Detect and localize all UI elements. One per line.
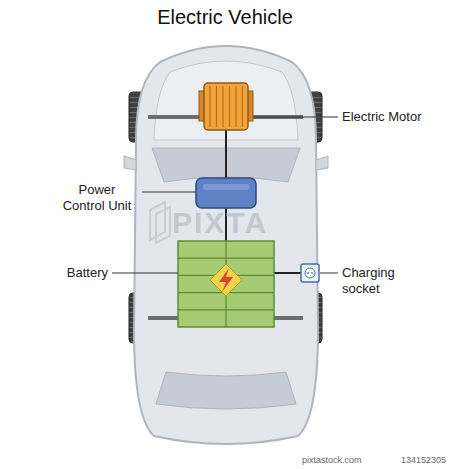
part-label: Power Control Unit: [56, 182, 138, 214]
cell-divider: [178, 258, 274, 259]
battery-pack: [178, 241, 274, 327]
motor-body: [204, 83, 248, 130]
motor-rib: [216, 86, 217, 127]
charging-socket: [301, 264, 319, 282]
leader-line: [142, 192, 196, 193]
rear-window: [156, 372, 296, 409]
pcu-box: [196, 178, 256, 208]
socket-hole: [305, 268, 315, 278]
motor-ribs: [210, 86, 243, 127]
part-label: Charging socket: [342, 265, 414, 297]
side-mirror: [316, 156, 328, 170]
diagram-title: Electric Vehicle: [0, 5, 450, 29]
logo-mark: [150, 202, 165, 240]
electric-motor: [199, 83, 253, 130]
logo-mark: [156, 207, 170, 243]
part-label: Electric Motor: [342, 109, 446, 125]
leader-line: [112, 273, 178, 274]
pcu-panel: [203, 184, 249, 190]
watermark-url: pixtastock.com: [302, 455, 386, 466]
part-label: Battery: [40, 265, 108, 281]
socket-plate: [301, 264, 319, 282]
power-control-unit: [196, 178, 256, 208]
leader-line: [254, 117, 338, 118]
wire: [225, 130, 227, 178]
motor-rib: [242, 86, 243, 127]
hood: [154, 61, 298, 140]
leader-line: [320, 273, 338, 274]
motor-rib: [229, 86, 230, 127]
socket-pin: [307, 272, 309, 274]
battery-cells: [178, 241, 274, 327]
battery-symbol: [210, 264, 242, 296]
cell-divider: [178, 309, 274, 310]
lightning-bolt: [219, 268, 233, 292]
wire: [274, 272, 301, 274]
watermark-logo: [150, 202, 170, 243]
side-mirror: [124, 156, 136, 170]
battery: [178, 241, 274, 327]
motor-rib: [209, 86, 210, 127]
motor-rib: [235, 86, 236, 127]
car-body: [134, 46, 318, 444]
stock-number: 134152305: [386, 455, 446, 466]
socket-pin: [311, 272, 313, 274]
watermark: PIXTA: [172, 206, 312, 240]
motor-rib: [222, 86, 223, 127]
